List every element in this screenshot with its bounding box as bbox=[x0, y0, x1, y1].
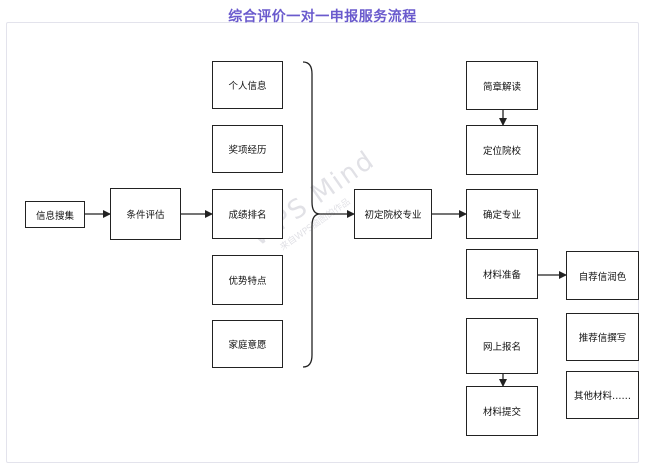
node-personal-info[interactable]: 个人信息 bbox=[212, 61, 283, 109]
node-info-collect[interactable]: 信息搜集 bbox=[25, 201, 85, 228]
curly-brace bbox=[302, 61, 321, 368]
node-materials-prep[interactable]: 材料准备 bbox=[466, 249, 538, 299]
node-initial-major[interactable]: 初定院校专业 bbox=[354, 189, 432, 239]
node-condition-eval[interactable]: 条件评估 bbox=[110, 188, 181, 240]
node-other-materials[interactable]: 其他材料…… bbox=[566, 371, 639, 419]
node-brochure[interactable]: 简章解读 bbox=[466, 61, 538, 110]
node-recommend-letter[interactable]: 推荐信撰写 bbox=[566, 313, 639, 361]
node-strengths[interactable]: 优势特点 bbox=[212, 255, 283, 305]
node-position-school[interactable]: 定位院校 bbox=[466, 125, 538, 175]
node-family-wish[interactable]: 家庭意愿 bbox=[212, 320, 283, 368]
node-submit-materials[interactable]: 材料提交 bbox=[466, 386, 538, 436]
node-ranking[interactable]: 成绩排名 bbox=[212, 189, 283, 239]
diagram-title: 综合评价一对一申报服务流程 bbox=[228, 9, 417, 25]
diagram-frame bbox=[6, 22, 639, 463]
node-awards[interactable]: 奖项经历 bbox=[212, 125, 283, 173]
node-self-recommend[interactable]: 自荐信润色 bbox=[566, 251, 639, 300]
node-online-apply[interactable]: 网上报名 bbox=[466, 318, 538, 374]
node-confirm-major[interactable]: 确定专业 bbox=[466, 189, 538, 239]
